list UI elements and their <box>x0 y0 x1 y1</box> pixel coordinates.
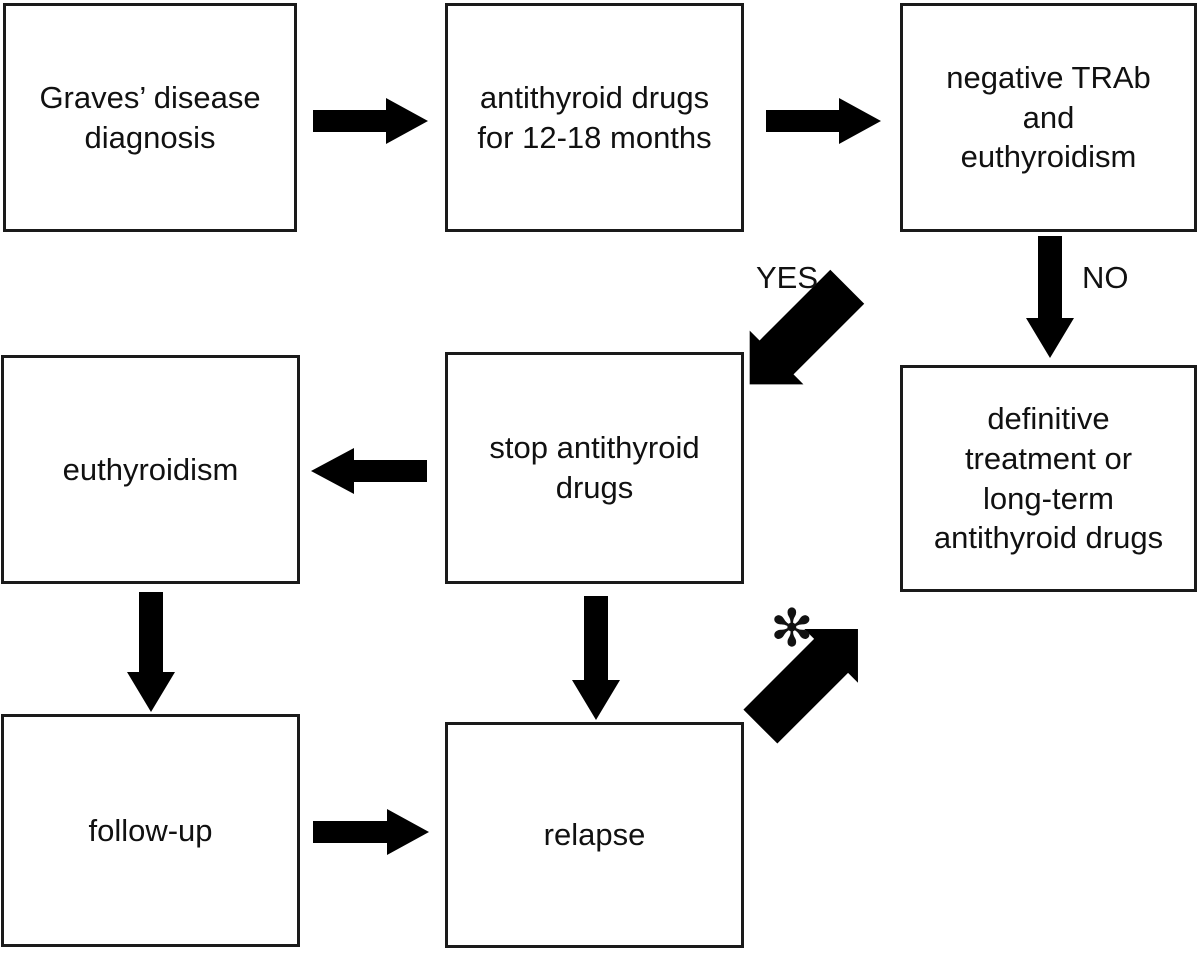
edge-label-no: NO <box>1082 260 1129 295</box>
node-label: definitive treatment or long-term antith… <box>933 401 1164 556</box>
arrow-diagnosis-to-atd-icon <box>313 98 428 144</box>
node-label: euthyroidism <box>62 451 239 487</box>
node-antithyroid-drugs: antithyroid drugs for 12-18 months <box>445 3 744 232</box>
node-label: follow-up <box>88 812 213 848</box>
node-label: Graves’ disease diagnosis <box>39 79 261 155</box>
arrow-euthyroidism-to-followup-icon <box>127 592 175 712</box>
node-label: negative TRAb and euthyroidism <box>946 59 1151 175</box>
node-label: antithyroid drugs for 12-18 months <box>477 79 712 155</box>
arrow-relapse-to-definitive-icon <box>743 629 858 744</box>
arrow-stop-atd-to-relapse-icon <box>572 596 620 720</box>
node-label: relapse <box>543 817 646 853</box>
node-label: stop antithyroid drugs <box>489 430 700 505</box>
arrow-followup-to-relapse-icon <box>313 809 429 855</box>
node-graves-disease-diagnosis: Graves’ disease diagnosis <box>3 3 297 232</box>
node-relapse: relapse <box>445 722 744 948</box>
node-follow-up: follow-up <box>1 714 300 947</box>
arrow-trab-to-definitive-icon <box>1026 236 1074 358</box>
edge-label-asterisk: ✻ <box>770 600 814 658</box>
edge-label-yes: YES <box>756 260 819 295</box>
node-definitive-treatment: definitive treatment or long-term antith… <box>900 365 1197 592</box>
node-stop-antithyroid-drugs: stop antithyroid drugs <box>445 352 744 584</box>
node-euthyroidism: euthyroidism <box>1 355 300 584</box>
arrow-trab-to-stop-atd-icon <box>749 269 865 385</box>
node-negative-trab-euthyroidism: negative TRAb and euthyroidism <box>900 3 1197 232</box>
arrow-stop-atd-to-euthyroidism-icon <box>311 448 427 494</box>
arrow-atd-to-trab-icon <box>766 98 881 144</box>
